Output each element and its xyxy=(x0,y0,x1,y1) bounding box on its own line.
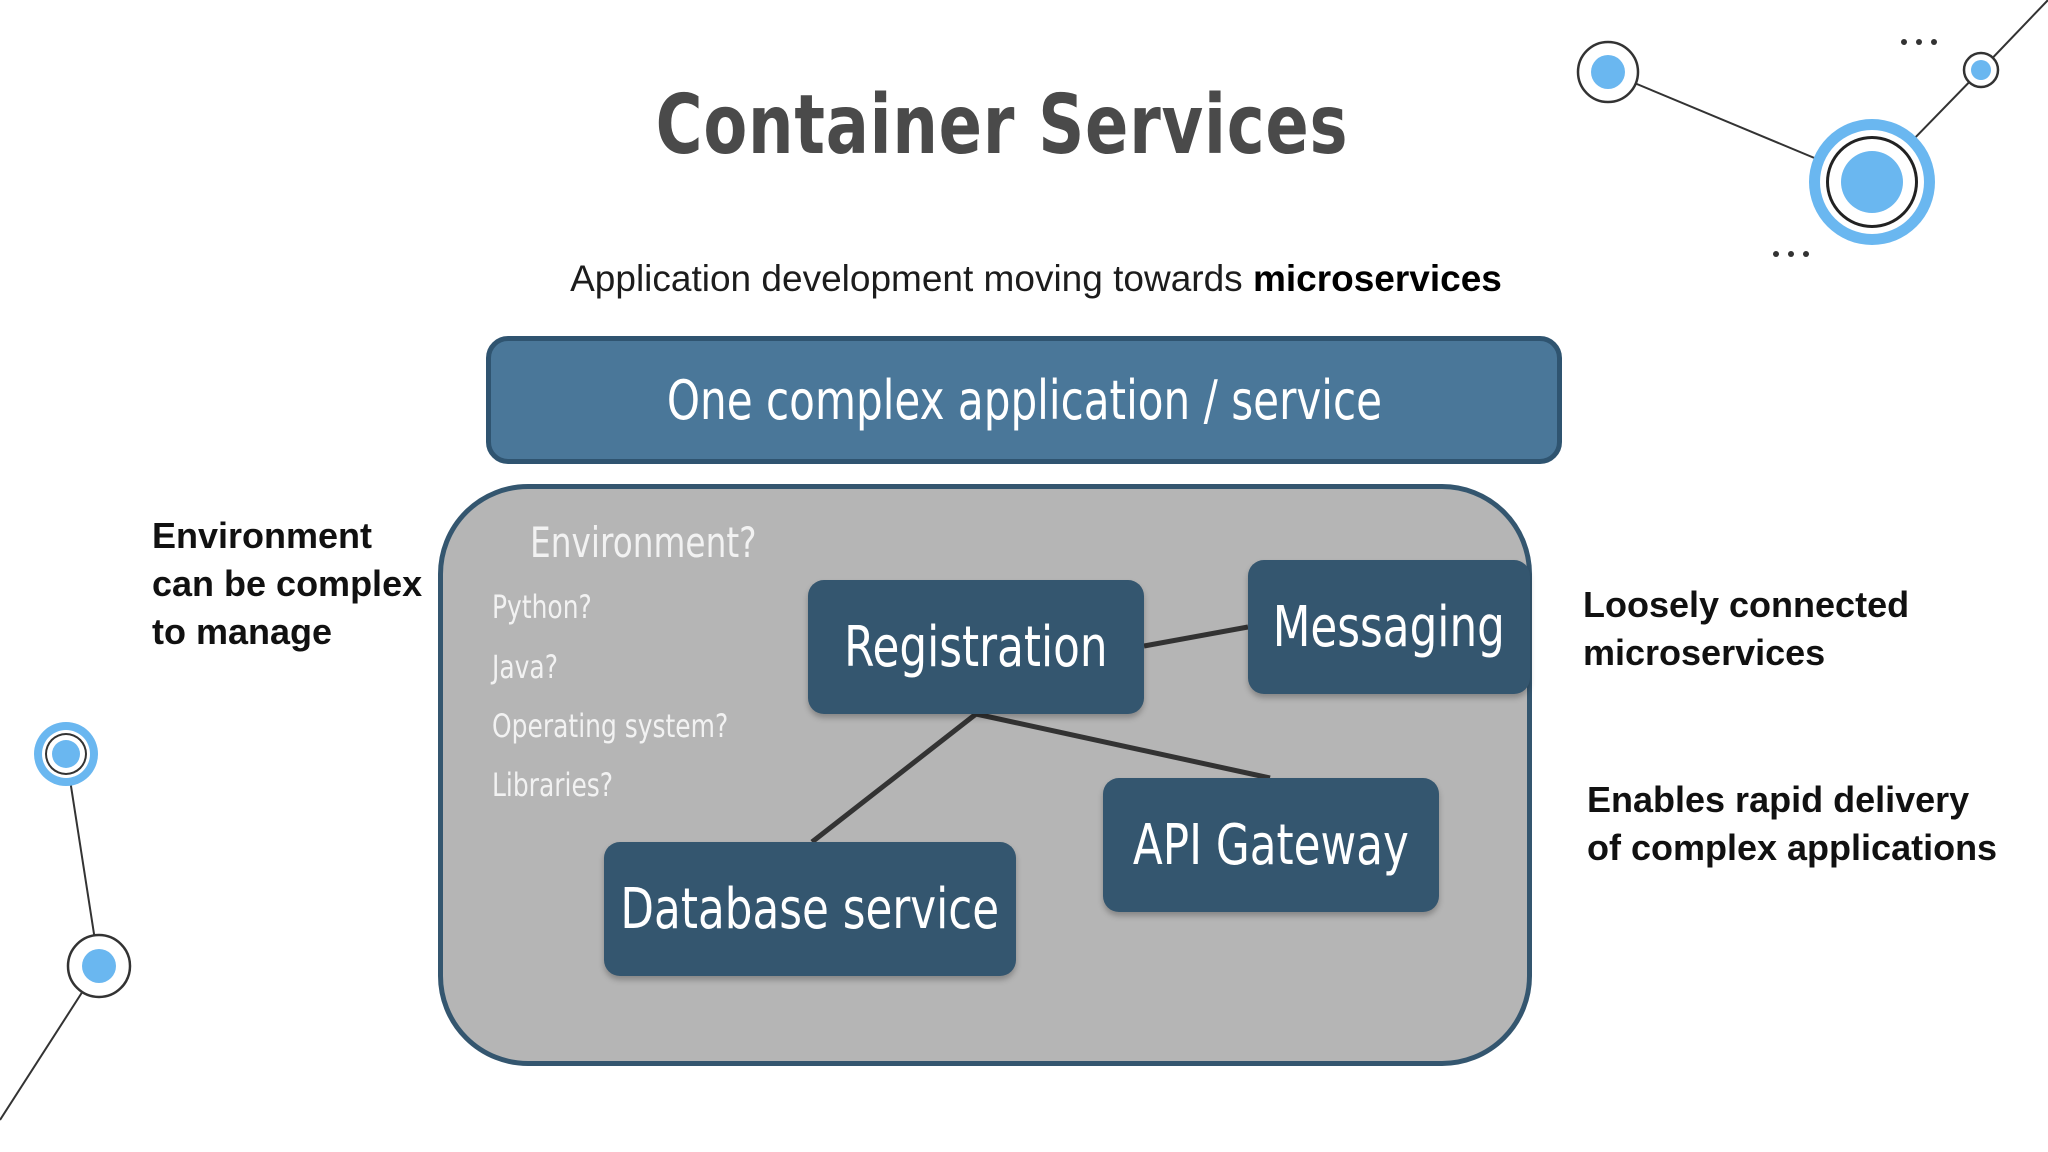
connector-registration-messaging xyxy=(1143,624,1249,649)
network-node-icon xyxy=(1576,40,1640,104)
network-node-icon xyxy=(66,933,132,999)
connector-registration-database xyxy=(810,712,978,844)
connector-registration-gateway xyxy=(975,711,1271,781)
env-item-libraries: Libraries? xyxy=(492,766,614,804)
subtitle-text: Application development moving towards xyxy=(570,258,1243,299)
slide-title: Container Services xyxy=(655,78,1349,173)
network-node-icon xyxy=(1962,51,2000,89)
env-item-python: Python? xyxy=(492,588,592,626)
messaging-service-label: Messaging xyxy=(1272,594,1506,660)
registration-service-box: Registration xyxy=(808,580,1144,714)
subtitle-emphasis: microservices xyxy=(1252,258,1502,299)
monolith-banner-label: One complex application / service xyxy=(666,368,1382,432)
api-gateway-service-label: API Gateway xyxy=(1133,812,1409,878)
network-node-icon xyxy=(34,722,98,786)
note-environment-complex: Environment can be complex to manage xyxy=(152,515,423,652)
registration-service-label: Registration xyxy=(844,614,1108,680)
messaging-service-box: Messaging xyxy=(1248,560,1530,694)
database-service-label: Database service xyxy=(620,876,1000,942)
monolith-banner: One complex application / service xyxy=(486,336,1562,464)
ellipsis-icon xyxy=(1773,39,1937,257)
api-gateway-service-box: API Gateway xyxy=(1103,778,1439,912)
note-loosely-connected: Loosely connected microservices xyxy=(1583,584,1910,673)
env-item-java: Java? xyxy=(492,648,558,686)
env-item-operating-system: Operating system? xyxy=(492,707,729,745)
network-hub-icon xyxy=(1809,119,1935,245)
note-rapid-delivery: Enables rapid delivery of complex applic… xyxy=(1587,779,1998,868)
slide-subtitle: Application development moving towards m… xyxy=(0,258,2048,300)
database-service-box: Database service xyxy=(604,842,1016,976)
environment-question: Environment? xyxy=(530,518,757,567)
